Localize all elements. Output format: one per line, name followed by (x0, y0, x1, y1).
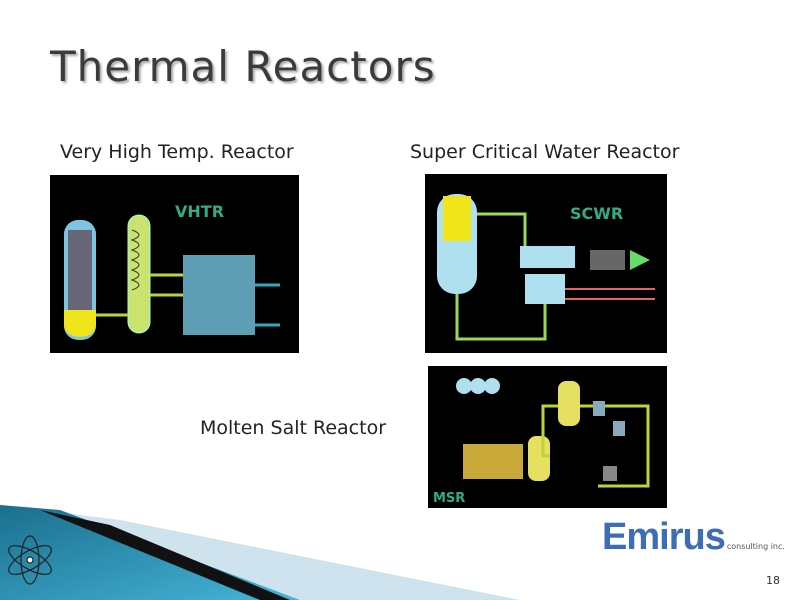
vhtr-diagram: VHTR (50, 175, 299, 353)
msr-diagram: MSR (428, 366, 667, 508)
corner-decoration (0, 505, 520, 600)
logo-subtitle: consulting inc. (726, 542, 785, 551)
vhtr-tag: VHTR (175, 202, 224, 221)
atom-icon (8, 535, 52, 585)
logo-name: Emirus (602, 516, 726, 558)
scwr-tag: SCWR (570, 204, 623, 223)
msr-label: Molten Salt Reactor (200, 417, 387, 439)
msr-tag: MSR (433, 491, 465, 506)
scwr-label: Super Critical Water Reactor (410, 141, 680, 163)
scwr-diagram: SCWR (425, 174, 667, 353)
vhtr-label: Very High Temp. Reactor (60, 141, 294, 163)
slide-title: Thermal Reactors (50, 42, 436, 91)
page-number: 18 (766, 574, 780, 587)
